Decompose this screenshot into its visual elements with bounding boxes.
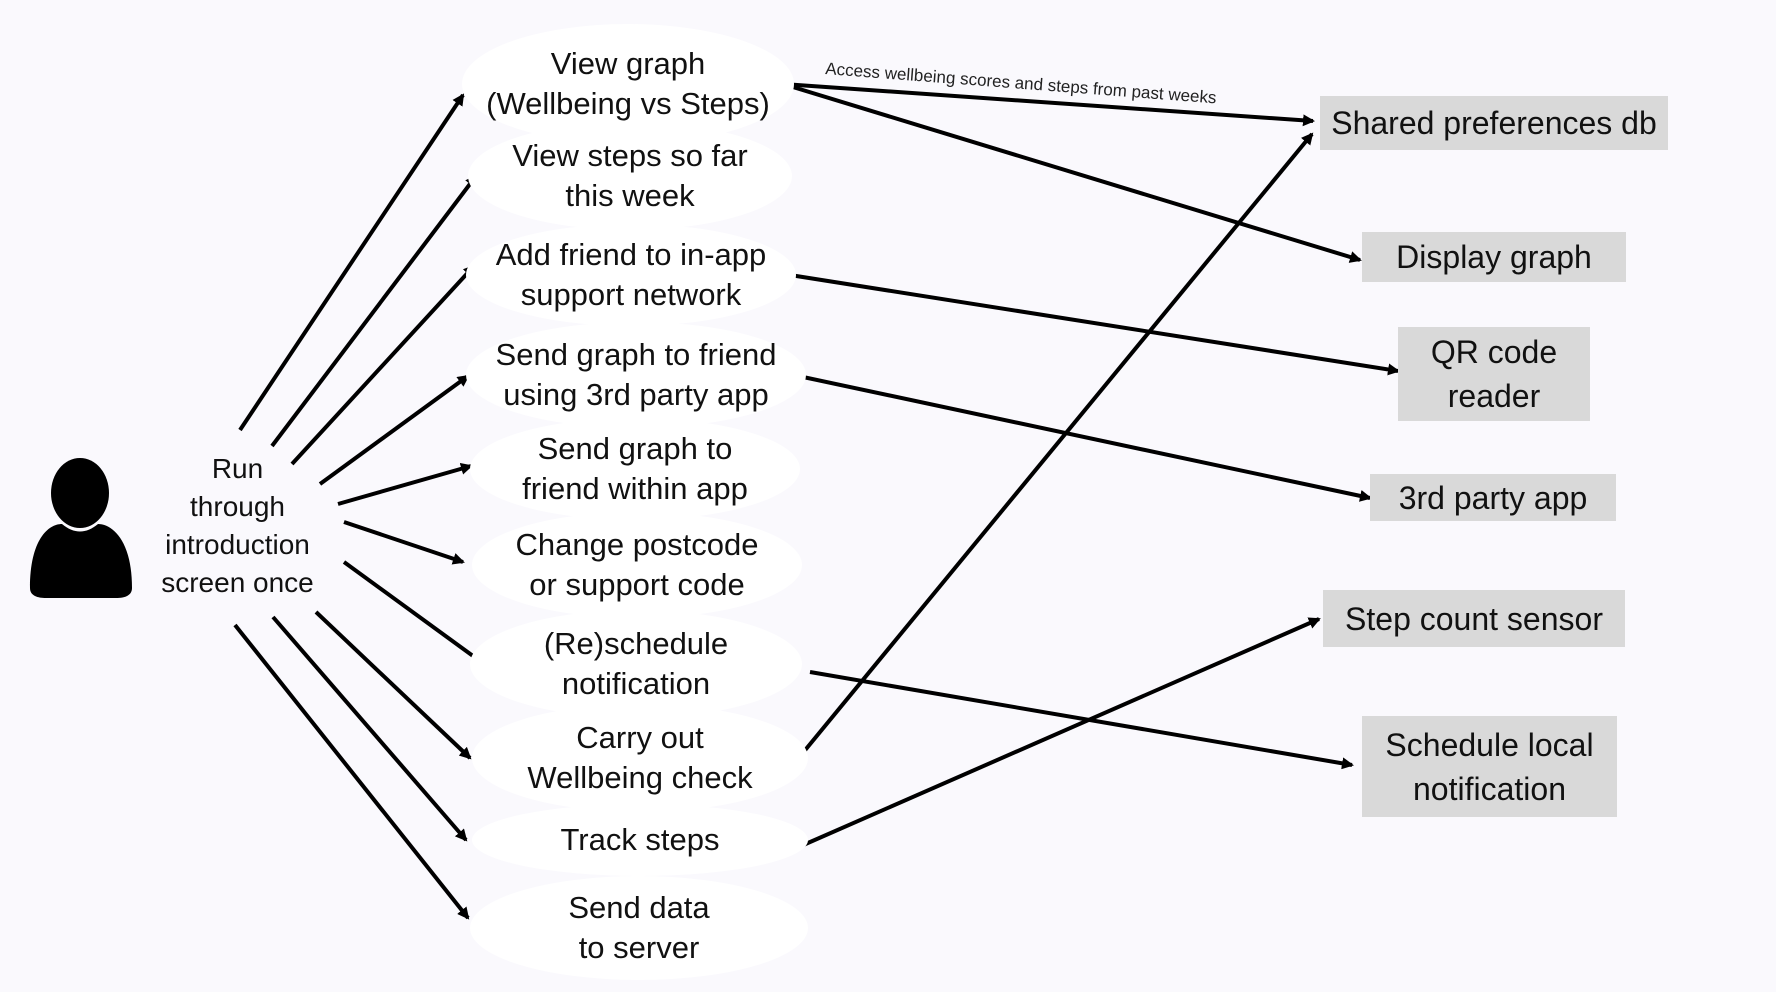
arrow-actor-track-steps	[271, 615, 468, 842]
system-label: Step count sensor	[1345, 600, 1603, 637]
system-step-count-sensor: Step count sensor	[1323, 590, 1625, 647]
actor-label: Run through introduction screen once	[161, 453, 314, 598]
system-display-graph: Display graph	[1362, 232, 1626, 282]
arrow-view-graph-display-graph	[782, 82, 1362, 263]
arrow-view-graph-shared-prefs	[782, 82, 1315, 127]
arrow-track-steps-step-sensor	[800, 617, 1321, 848]
use-case-label: Change postcode or support code	[515, 527, 759, 602]
arrow-actor-view-graph	[238, 93, 465, 432]
use-case-send-data: Send data to server	[470, 876, 808, 980]
user-icon	[30, 458, 132, 598]
use-case-label: Send graph to friend within app	[522, 431, 748, 506]
system-label: QR code reader	[1430, 334, 1558, 414]
system-third-party-app: 3rd party app	[1370, 474, 1616, 521]
use-case-label: Send graph to friend using 3rd party app	[495, 337, 777, 412]
system-label: Display graph	[1396, 239, 1592, 275]
use-case-label: Carry out Wellbeing check	[527, 720, 753, 795]
arrow-actor-send-data	[233, 623, 470, 920]
system-connectors	[782, 82, 1400, 848]
use-case-reschedule: (Re)schedule notification	[470, 610, 802, 718]
use-case-label: Send data to server	[568, 890, 710, 965]
arrow-actor-reschedule	[342, 560, 486, 666]
arrow-actor-send-graph-3rd	[318, 374, 470, 486]
system-shared-preferences-db: Shared preferences db	[1320, 96, 1668, 150]
system-label: Shared preferences db	[1331, 105, 1657, 141]
use-case-label: View graph (Wellbeing vs Steps)	[486, 46, 770, 121]
arrow-reschedule-local-notification	[809, 670, 1354, 770]
use-case-wellbeing-check: Carry out Wellbeing check	[472, 704, 808, 812]
system-schedule-local-notification: Schedule local notification	[1362, 716, 1617, 817]
arrow-actor-view-steps	[270, 174, 478, 448]
use-case-add-friend: Add friend to in-app support network	[466, 224, 796, 326]
arrow-add-friend-qr-reader	[789, 273, 1400, 376]
use-case-label: Add friend to in-app support network	[495, 237, 767, 312]
arrow-send-graph-3rd-third-party	[802, 375, 1372, 502]
system-qr-code-reader: QR code reader	[1398, 327, 1590, 421]
arrow-actor-change-postcode	[343, 520, 465, 565]
use-case-change-postcode: Change postcode or support code	[472, 512, 802, 618]
use-case-label: (Re)schedule notification	[543, 626, 729, 701]
arrow-actor-send-graph-app	[337, 462, 473, 506]
arrow-actor-wellbeing-check	[314, 610, 472, 760]
use-case-label: Track steps	[560, 822, 720, 857]
use-case-send-graph-app: Send graph to friend within app	[470, 418, 800, 520]
use-case-label: View steps so far this week	[512, 138, 748, 213]
use-case-send-graph-3rd: Send graph to friend using 3rd party app	[466, 322, 806, 428]
arrow-wellbeing-check-shared-prefs	[795, 132, 1314, 762]
system-label: Schedule local notification	[1385, 726, 1594, 807]
arrow-actor-add-friend	[290, 264, 476, 466]
actor-connectors	[233, 93, 486, 920]
use-case-view-steps: View steps so far this week	[468, 122, 792, 230]
system-label: 3rd party app	[1398, 479, 1588, 516]
use-case-track-steps: Track steps	[472, 804, 808, 876]
